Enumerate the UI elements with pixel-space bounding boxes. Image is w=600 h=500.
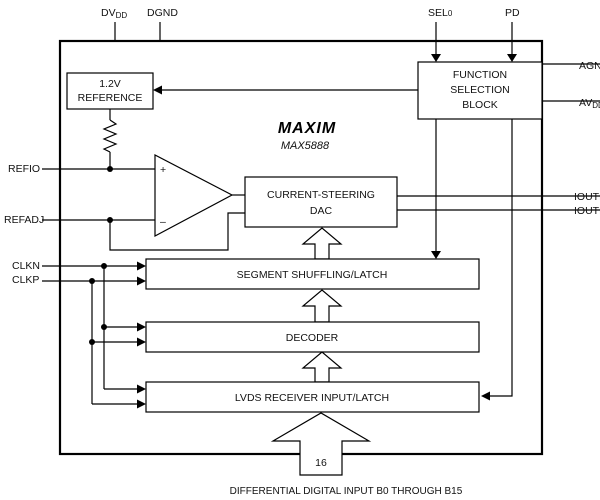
decoder-label: DECODER: [286, 332, 339, 344]
resistor-icon: [102, 119, 118, 153]
clkp-segment-arrowhead: [137, 276, 146, 286]
segment-shuffling-block: [145, 258, 480, 290]
function-label-1: FUNCTION: [453, 69, 507, 81]
clkn-node-1: [101, 263, 107, 269]
function-label-3: BLOCK: [462, 99, 498, 111]
part-number: MAX5888: [281, 140, 330, 152]
refio-label: REFIO: [8, 163, 40, 175]
dgnd-label: DGND: [147, 7, 178, 19]
function-selection-block: [417, 61, 543, 120]
segment-label: SEGMENT SHUFFLING/LATCH: [237, 269, 388, 281]
bus-width-label: 16: [315, 457, 327, 469]
feedback-loop-line: [109, 212, 245, 251]
dac-label-2: DAC: [310, 205, 333, 217]
opamp-triangle-icon: [154, 154, 234, 237]
current-steering-dac-block: [244, 176, 398, 228]
pd-arrowhead: [507, 54, 517, 62]
avdd-label: AVDD: [579, 97, 600, 110]
reference-label-2: REFERENCE: [78, 92, 143, 104]
clkp-lvds-arrowhead: [137, 399, 146, 409]
clkp-label: CLKP: [12, 274, 39, 286]
function-to-lvds-line: [490, 119, 513, 397]
agnd-label: AGND: [579, 60, 600, 72]
opamp-plus-sign: +: [160, 164, 166, 176]
opamp-minus-sign: –: [160, 216, 166, 228]
clkn-segment-arrowhead: [137, 261, 146, 271]
lvds-label: LVDS RECEIVER INPUT/LATCH: [235, 392, 389, 404]
clkn-lvds-arrowhead: [137, 384, 146, 394]
lvds-to-decoder-fat-arrow: [301, 351, 343, 383]
sel0-label: SEL0: [428, 7, 453, 19]
function-to-segment-arrowhead: [431, 251, 441, 259]
clkp-decoder-arrowhead: [137, 337, 146, 347]
maxim-logo: MAXIM: [278, 120, 336, 137]
lvds-receiver-block: [145, 381, 480, 413]
refadj-label: REFADJ: [4, 214, 44, 226]
reference-block: [66, 72, 154, 110]
segment-to-dac-fat-arrow: [301, 227, 343, 260]
clkn-decoder-arrowhead: [137, 322, 146, 332]
ioutp-label: IOUTP: [574, 191, 600, 203]
function-to-lvds-arrowhead: [481, 391, 490, 401]
pd-label: PD: [505, 7, 520, 19]
input-bus-fat-arrow: [270, 412, 372, 476]
decoder-to-segment-fat-arrow: [301, 289, 343, 323]
function-to-reference-arrowhead: [153, 85, 162, 95]
bus-caption: DIFFERENTIAL DIGITAL INPUT B0 THROUGH B1…: [230, 486, 463, 497]
dvdd-label: DVDD: [101, 7, 127, 20]
dac-label-1: CURRENT-STEERING: [267, 189, 375, 201]
decoder-block: [145, 321, 480, 353]
ioutn-label: IOUTN: [574, 205, 600, 217]
refio-junction-dot: [107, 166, 113, 172]
function-label-2: SELECTION: [450, 84, 510, 96]
clkn-label: CLKN: [12, 260, 40, 272]
sel0-arrowhead: [431, 54, 441, 62]
reference-label-1: 1.2V: [99, 78, 121, 90]
clkp-node-1: [89, 278, 95, 284]
